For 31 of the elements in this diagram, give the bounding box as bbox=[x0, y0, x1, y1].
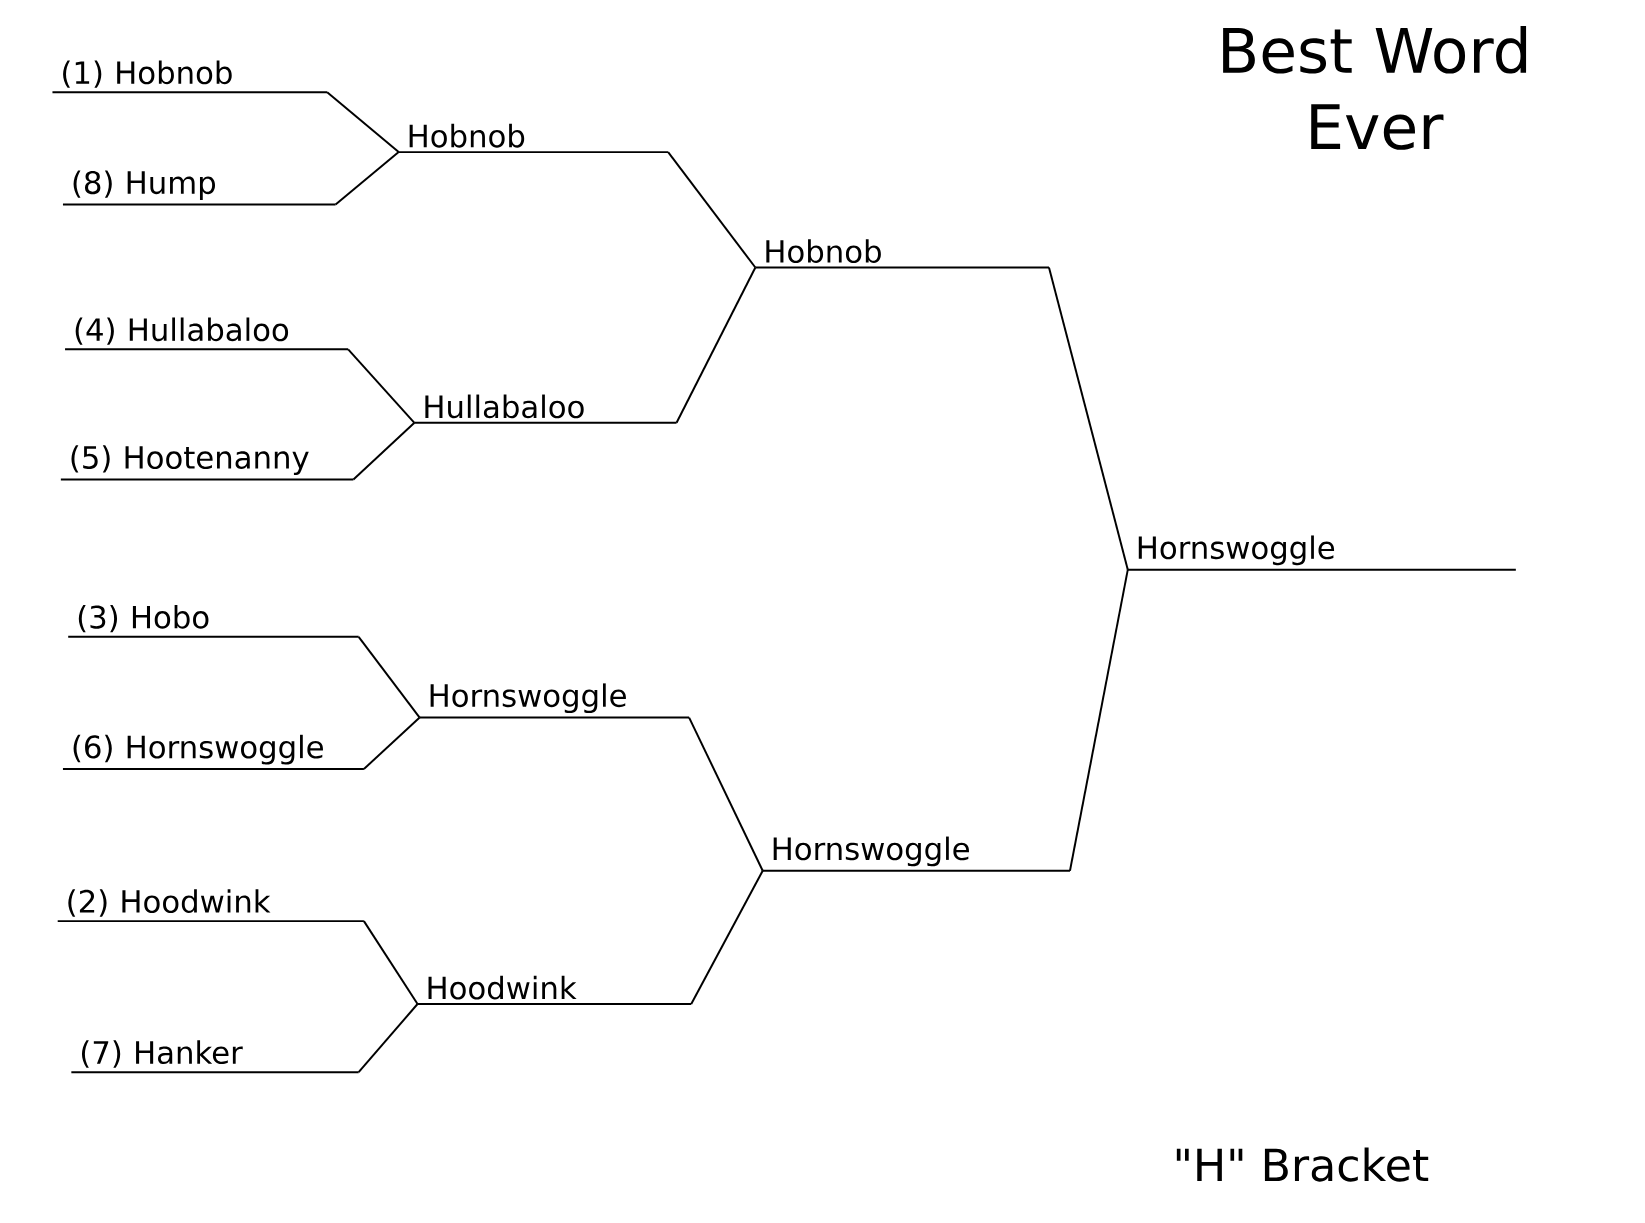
bracket-slot: (3) Hobo bbox=[67, 604, 360, 638]
bracket-line bbox=[357, 635, 421, 719]
bracket-line bbox=[352, 421, 416, 481]
bracket-line bbox=[357, 1002, 419, 1074]
bracket-slot: Hornswoggle bbox=[418, 683, 691, 719]
bracket-line bbox=[362, 716, 421, 770]
bracket-slot: (8) Hump bbox=[61, 170, 337, 206]
bracket-line bbox=[1069, 568, 1129, 872]
bracket-slot: (4) Hullabaloo bbox=[64, 317, 350, 351]
bracket-line bbox=[667, 151, 757, 269]
bracket-line bbox=[362, 920, 419, 1005]
bracket-slot: (2) Hoodwink bbox=[56, 889, 365, 922]
bracket-slot: Hornswoggle bbox=[761, 836, 1071, 872]
bracket-slot: Hoodwink bbox=[416, 975, 693, 1005]
caption-text: "H" Bracket bbox=[1176, 1147, 1429, 1182]
bracket-slot: Hullabaloo bbox=[413, 394, 678, 424]
bracket-slot: (5) Hootenanny bbox=[59, 445, 355, 481]
bracket-line bbox=[326, 91, 400, 153]
bracket-slot: Hobnob bbox=[754, 239, 1050, 269]
bracket-slot: (6) Hornswoggle bbox=[61, 734, 365, 770]
bracket-line bbox=[334, 151, 400, 206]
bracket-slot: Hobnob bbox=[397, 123, 670, 153]
bracket-line bbox=[688, 716, 764, 872]
bracket-line bbox=[347, 348, 416, 424]
bracket-line bbox=[690, 869, 764, 1005]
bracket-line bbox=[675, 266, 757, 424]
title: Best Word Ever bbox=[1223, 25, 1527, 150]
bracket-slot: (7) Hanker bbox=[70, 1040, 360, 1074]
bracket-slot: (1) Hobnob bbox=[51, 60, 329, 94]
bracket-slot: Hornswoggle bbox=[1126, 535, 1517, 571]
bracket-line bbox=[1048, 266, 1129, 571]
